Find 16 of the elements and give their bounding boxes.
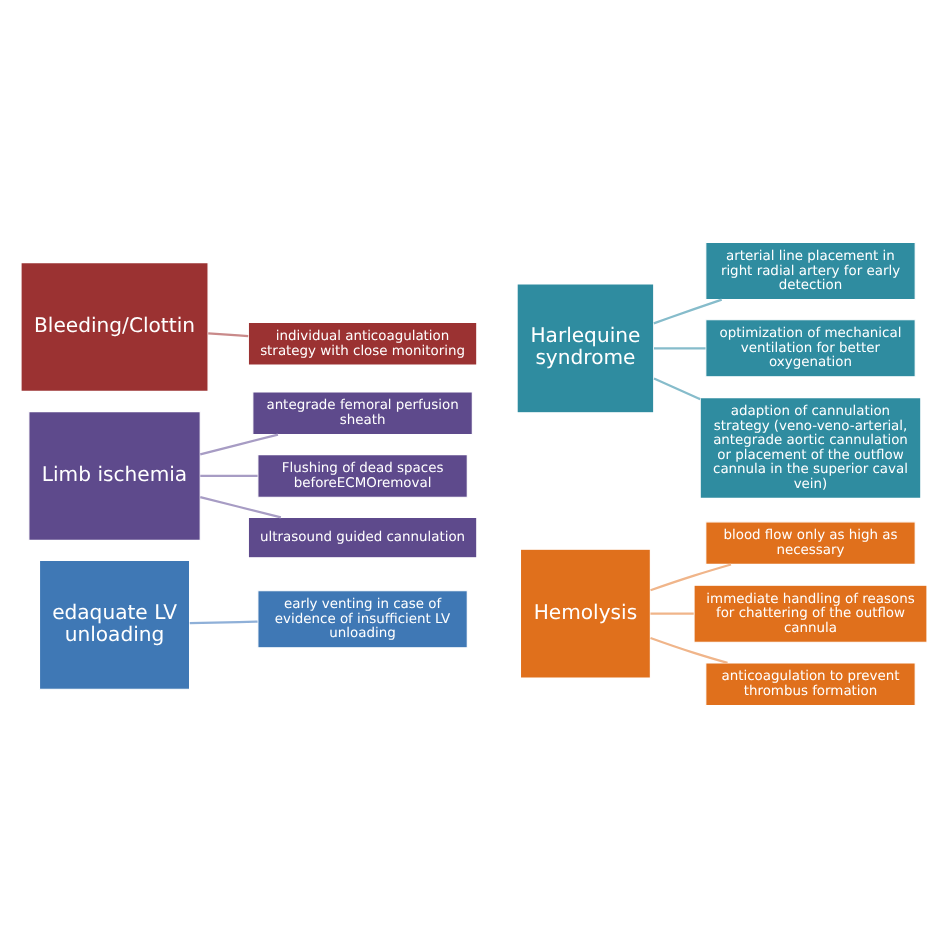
connector [200,474,258,478]
connector [654,347,706,350]
connector [199,496,282,519]
connector [650,563,732,592]
connector [208,332,249,338]
node-box: Bleeding/Clottin [20,262,209,392]
connector [650,636,728,664]
connector [653,377,701,401]
connector [650,612,694,615]
node-box: Hemolysis [519,548,651,679]
connector [199,433,279,456]
node-box: Limb ischemia [28,411,201,541]
connector [189,620,258,625]
connector [653,298,723,325]
node-box: Harlequine syndrome [516,283,655,414]
node-box: edaquate LV unloading [38,559,191,690]
